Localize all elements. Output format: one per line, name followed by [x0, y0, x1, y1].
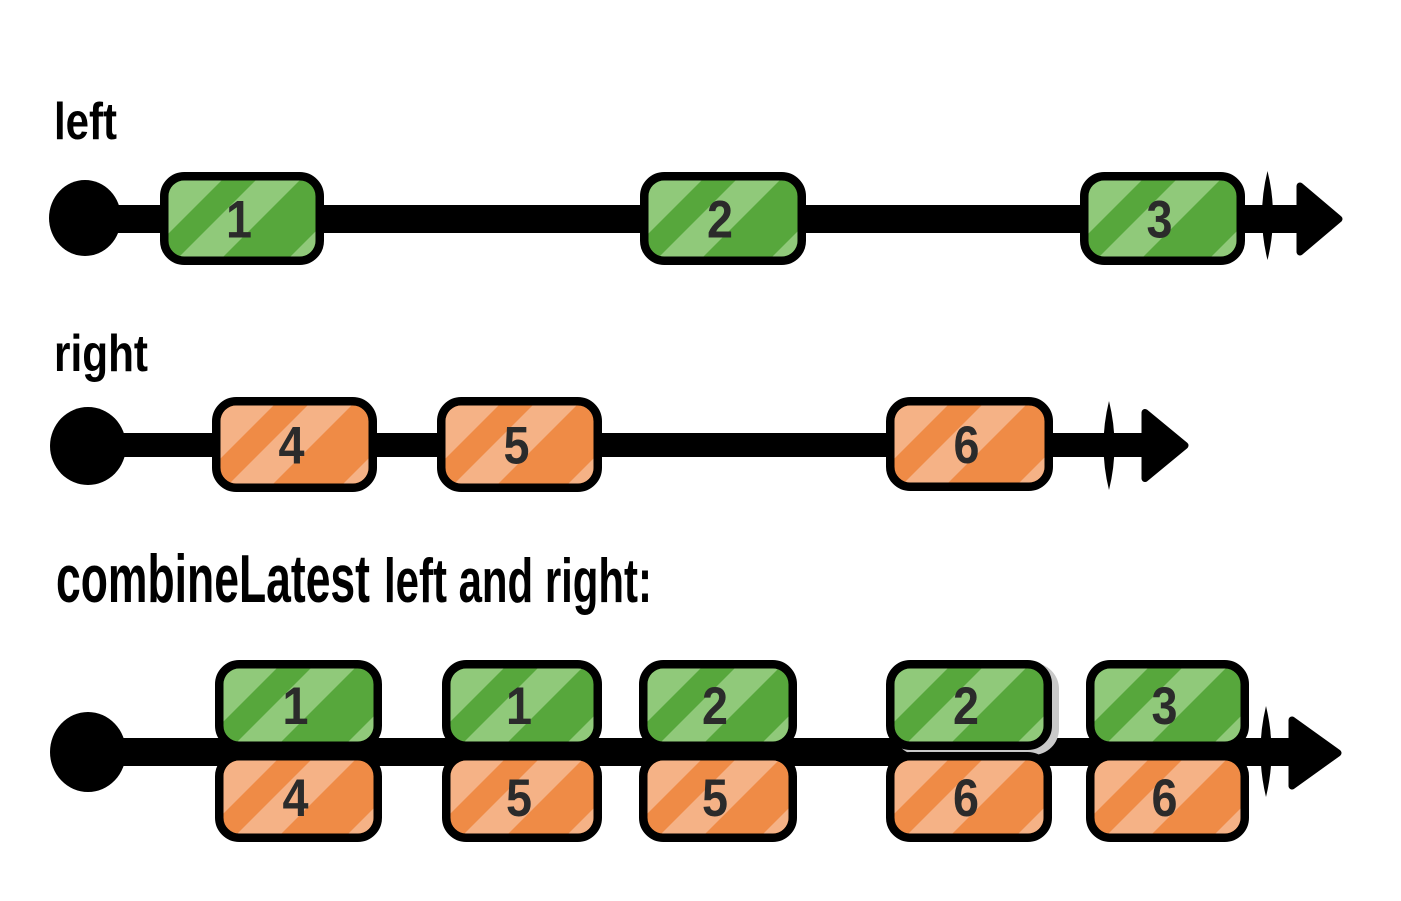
svg-text:3: 3 [1152, 677, 1178, 736]
svg-text:1: 1 [283, 677, 309, 736]
svg-text:4: 4 [279, 417, 305, 476]
svg-text:6: 6 [953, 769, 979, 828]
svg-text:right: right [54, 325, 148, 383]
svg-text:left and right:: left and right: [384, 547, 652, 616]
svg-text:6: 6 [1152, 769, 1178, 828]
svg-text:5: 5 [506, 769, 532, 828]
svg-text:left: left [54, 93, 117, 151]
svg-text:3: 3 [1147, 191, 1173, 250]
svg-text:5: 5 [504, 417, 530, 476]
svg-text:2: 2 [953, 677, 979, 736]
svg-text:1: 1 [506, 677, 532, 736]
svg-text:2: 2 [702, 677, 728, 736]
svg-text:1: 1 [226, 191, 252, 250]
svg-text:5: 5 [702, 769, 728, 828]
svg-text:combineLatest: combineLatest [56, 541, 370, 617]
svg-text:4: 4 [283, 769, 309, 828]
svg-text:2: 2 [707, 191, 733, 250]
svg-text:6: 6 [954, 416, 980, 475]
